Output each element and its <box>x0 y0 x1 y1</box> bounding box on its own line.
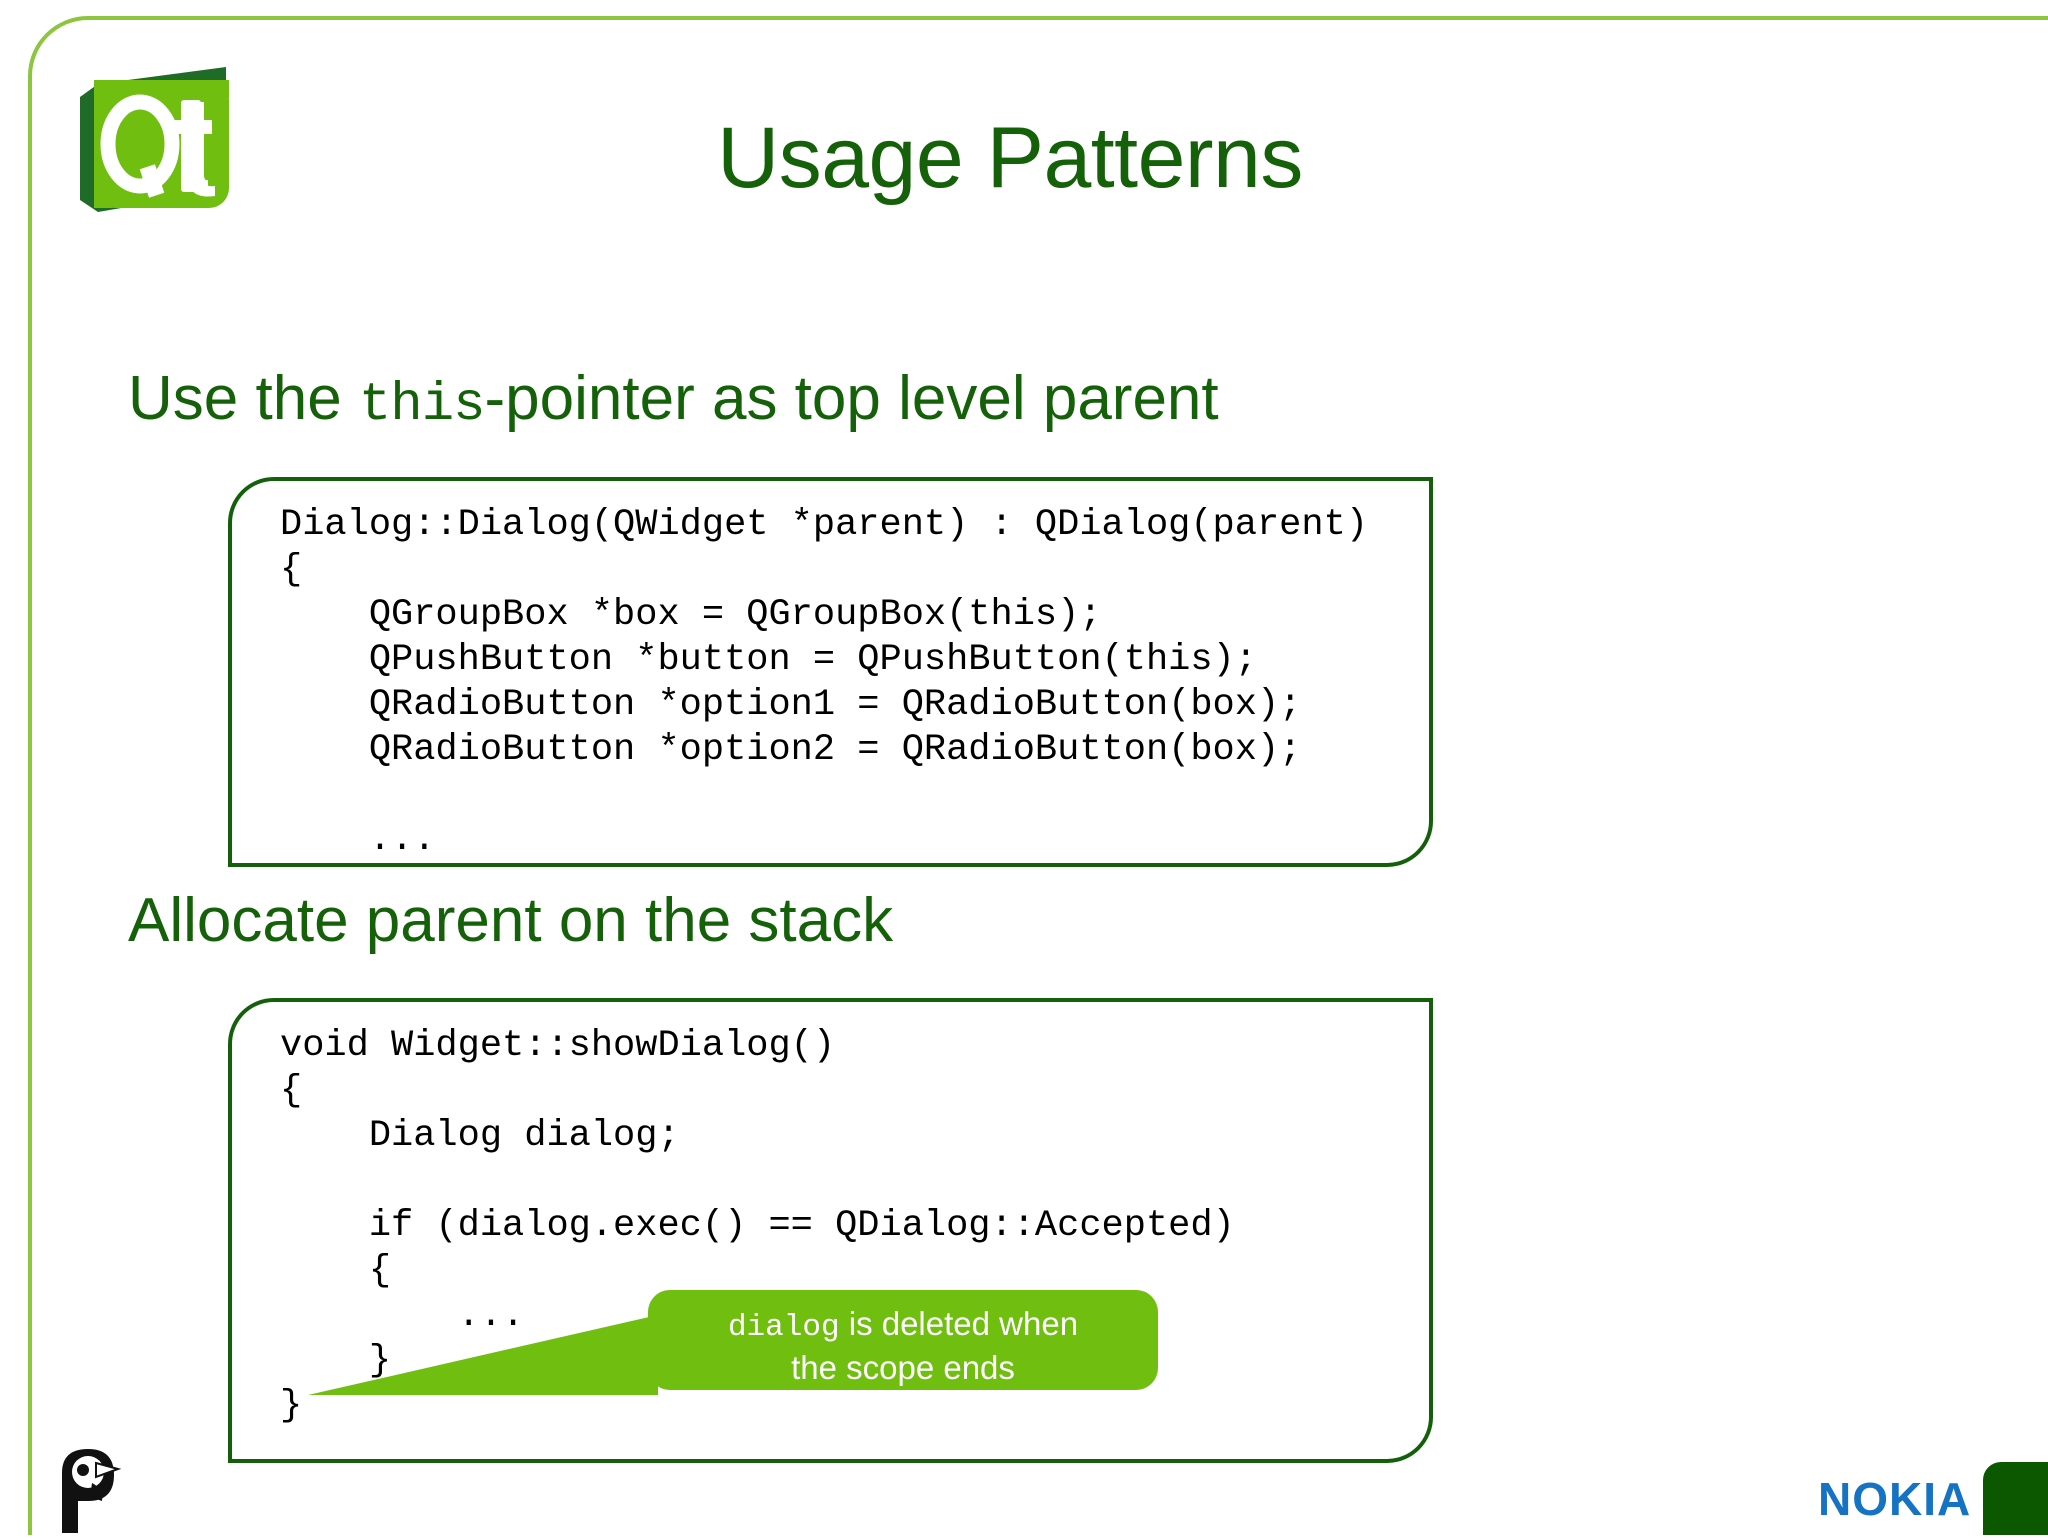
code-block-2: void Widget::showDialog() { Dialog dialo… <box>228 998 1433 1463</box>
code-block-1: Dialog::Dialog(QWidget *parent) : QDialo… <box>228 477 1433 867</box>
heading-1-prefix: Use the <box>128 364 359 433</box>
corner-accent-block <box>1983 1462 2048 1535</box>
code-block-1-text: Dialog::Dialog(QWidget *parent) : QDialo… <box>280 504 1368 861</box>
callout-mono-word: dialog <box>727 1310 840 1345</box>
section-heading-2: Allocate parent on the stack <box>128 890 893 955</box>
callout-rest-line1: is deleted when <box>839 1305 1079 1342</box>
callout-line2: the scope ends <box>791 1349 1015 1386</box>
heading-2-prefix: Allocate parent on the stack <box>128 886 894 955</box>
section-heading-1: Use the this-pointer as top level parent <box>128 368 1219 433</box>
heading-1-suffix: -pointer as top level parent <box>484 364 1219 433</box>
nokia-logo: NOKIA <box>1818 1473 1972 1525</box>
callout-bubble-text: dialog is deleted when the scope ends <box>648 1304 1158 1388</box>
qt-logo <box>68 62 253 222</box>
code-block-2-text: void Widget::showDialog() { Dialog dialo… <box>280 1025 1235 1427</box>
heading-1-mono-this: this <box>358 375 486 436</box>
slide-border-top-line <box>200 16 2048 20</box>
callout-bubble: dialog is deleted when the scope ends <box>308 1290 1158 1395</box>
callout-bubble-body <box>648 1290 1158 1390</box>
page-title: Usage Patterns <box>717 110 1303 206</box>
parrot-logo <box>52 1445 124 1535</box>
